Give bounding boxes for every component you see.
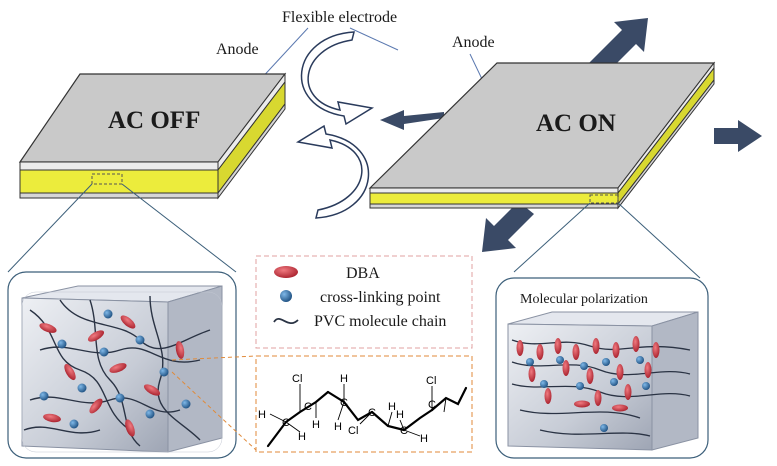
pointer-right (349, 27, 399, 51)
cycle-arrow-bottom-icon (295, 124, 370, 219)
structure-box (255, 355, 473, 453)
structure-atoms: Cl C H H C H H C H C Cl H C H Cl C H (258, 373, 436, 445)
atom-label: Cl (348, 425, 358, 437)
molecular-polarization-label: Molecular polarization (520, 292, 648, 307)
connector-line-b (171, 371, 257, 451)
legend (255, 255, 473, 349)
atom-label: H (298, 431, 306, 443)
legend-item-pvc-chain: PVC molecule chain (314, 313, 446, 330)
atom-label: H (340, 373, 348, 385)
atom-label: H (420, 433, 428, 445)
atom-label: C (282, 417, 290, 429)
atom-label: C (368, 407, 376, 419)
atom-label: Cl (426, 375, 436, 387)
zoom-line-left-a (7, 183, 93, 273)
atom-label: H (258, 409, 266, 421)
legend-item-cross-linking: cross-linking point (320, 289, 441, 306)
anode-left-label: Anode (216, 41, 259, 58)
atom-label: C (428, 399, 436, 411)
legend-item-dba: DBA (346, 265, 380, 282)
plate-off (18, 72, 287, 200)
cycle-arrow-top-icon (300, 31, 375, 126)
flexible-electrode-label: Flexible electrode (282, 9, 397, 26)
atom-label: H (388, 401, 396, 413)
zoom-line-right-a (513, 202, 591, 273)
red-ellipse-icon (274, 266, 298, 278)
wavy-line-icon (273, 317, 299, 325)
atom-label: C (340, 397, 348, 409)
atom-label: H (396, 409, 404, 421)
detail-panel-on (495, 277, 709, 459)
zoom-line-right-b (617, 202, 701, 279)
connector-line-a (171, 355, 257, 361)
plate-on (368, 61, 716, 210)
ac-on-label: AC ON (536, 110, 616, 137)
detail-panel-off (7, 271, 237, 459)
atom-label: H (334, 421, 342, 433)
atom-label: C (304, 401, 312, 413)
ac-off-label: AC OFF (108, 107, 200, 134)
blue-sphere-icon (280, 290, 292, 302)
atom-label: Cl (292, 373, 302, 385)
atom-label: C (400, 425, 408, 437)
zoom-line-left-b (121, 183, 237, 273)
atom-label: H (312, 419, 320, 431)
anode-right-label: Anode (452, 34, 495, 51)
pointer-left (257, 27, 309, 83)
